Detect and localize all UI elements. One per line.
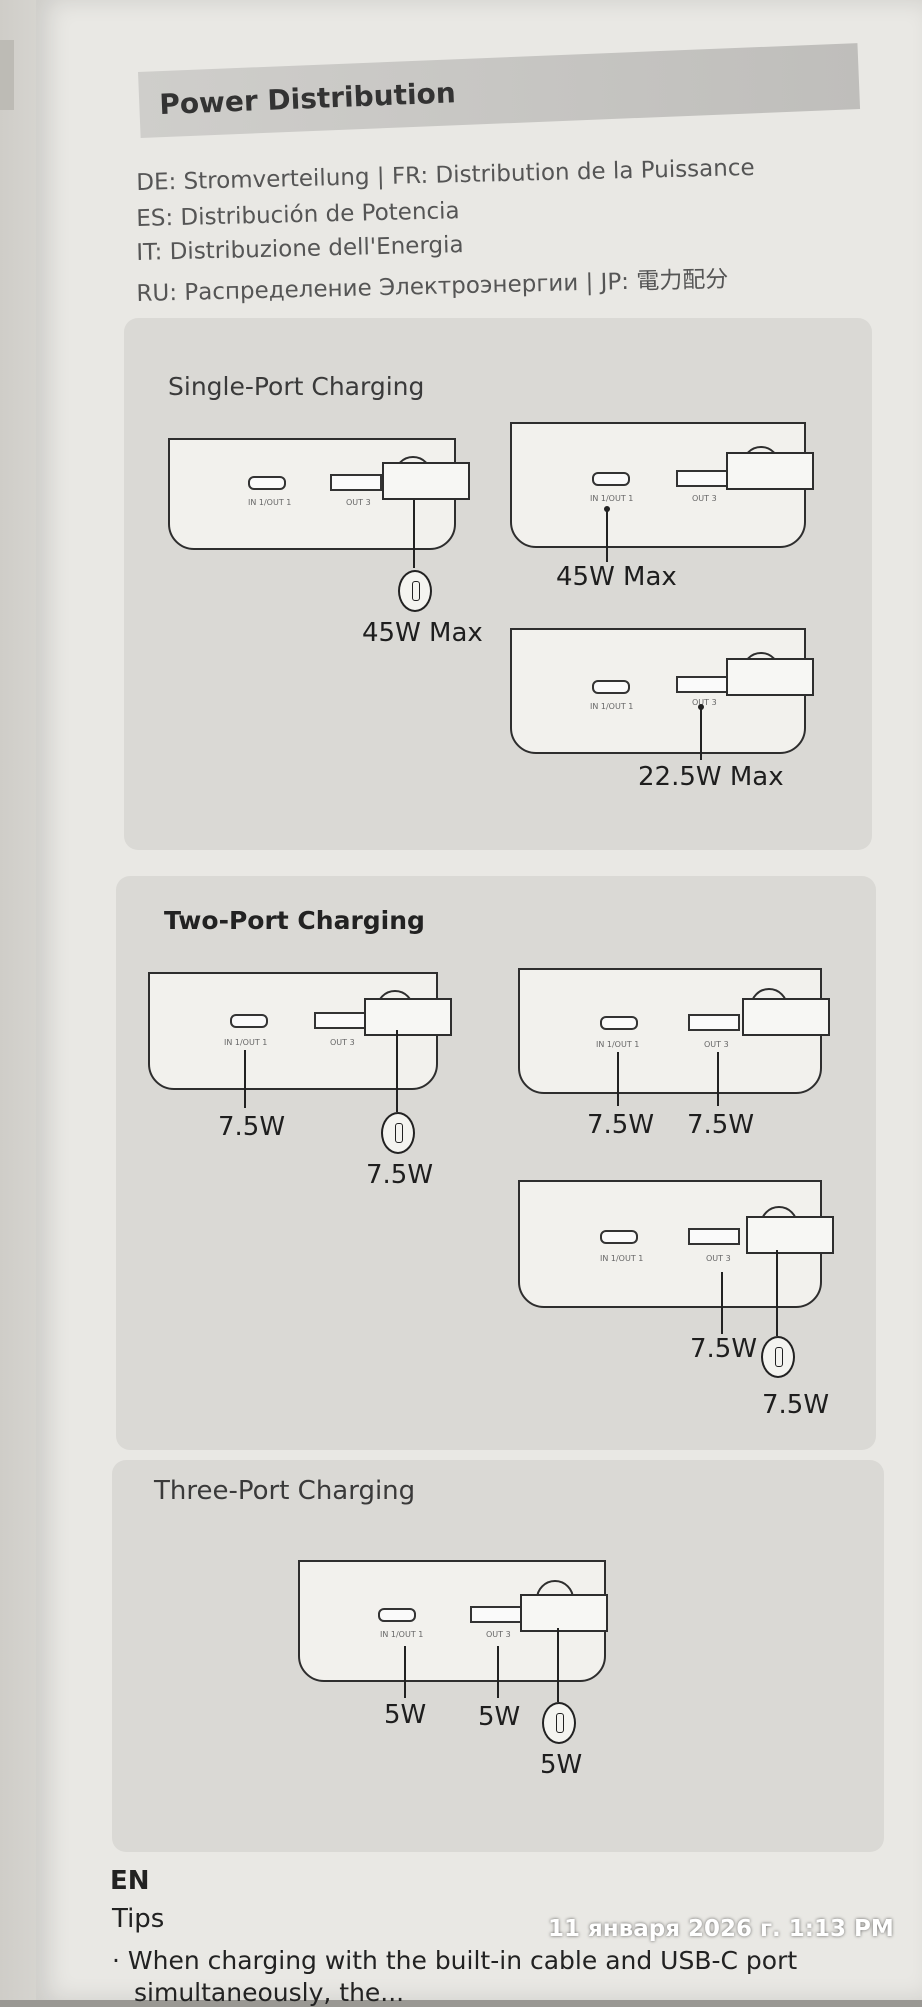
built-in-cable-head (746, 1216, 834, 1254)
callout-line (497, 1646, 499, 1698)
usb-a-port (688, 1014, 740, 1031)
power-label: 7.5W (218, 1112, 286, 1142)
tip-item-continuation: simultaneously, the... (134, 1978, 405, 2007)
power-label: 5W (384, 1700, 427, 1730)
callout-line (557, 1628, 559, 1702)
power-bank-device: IN 1/OUT 1 OUT 3 (148, 972, 452, 1090)
callout-line (721, 1272, 723, 1334)
usb-c-port (600, 1230, 638, 1244)
translation-separator: | (376, 163, 385, 191)
single-port-panel (124, 318, 872, 850)
usb-c-plug-icon (381, 1112, 415, 1154)
power-bank-device: IN 1/OUT 1 OUT 3 (510, 628, 814, 754)
power-bank-device: IN 1/OUT 1 OUT 3 (518, 1180, 834, 1308)
usb-c-plug-icon (542, 1702, 576, 1744)
port-label: OUT 3 (330, 1038, 355, 1047)
tips-heading: Tips (112, 1904, 165, 1934)
power-label: 45W Max (556, 562, 677, 592)
usb-a-port (676, 676, 728, 693)
power-label: 22.5W Max (638, 762, 784, 792)
callout-line (413, 500, 415, 568)
usb-a-port (688, 1228, 740, 1245)
usb-c-plug-icon (398, 570, 432, 612)
three-port-title: Three-Port Charging (154, 1476, 416, 1506)
built-in-cable-head (520, 1594, 608, 1632)
translation-separator: | (585, 269, 594, 297)
power-label: 7.5W (687, 1110, 755, 1140)
callout-line (244, 1050, 246, 1108)
port-label: IN 1/OUT 1 (590, 494, 634, 503)
usb-a-port (470, 1606, 522, 1623)
callout-line (396, 1030, 398, 1112)
port-label: OUT 3 (346, 498, 371, 507)
single-port-title: Single-Port Charging (168, 372, 425, 401)
callout-line (617, 1052, 619, 1106)
port-label: IN 1/OUT 1 (248, 498, 292, 507)
port-label: OUT 3 (704, 1040, 729, 1049)
power-bank-device: IN 1/OUT 1 OUT 3 (518, 968, 830, 1094)
power-bank-device: IN 1/OUT 1 OUT 3 (168, 438, 470, 550)
photo-timestamp: 11 января 2026 г. 1:13 PM (548, 1916, 894, 1942)
port-label: IN 1/OUT 1 (224, 1038, 268, 1047)
page-title: Power Distribution (158, 76, 457, 122)
built-in-cable-head (382, 462, 470, 500)
built-in-cable-head (726, 658, 814, 696)
built-in-cable-head (364, 998, 452, 1036)
power-label: 7.5W (587, 1110, 655, 1140)
translation-jp: JP: 電力配分 (600, 266, 729, 296)
usb-c-port (378, 1608, 416, 1622)
port-label: OUT 3 (706, 1254, 731, 1263)
power-label: 7.5W (762, 1390, 830, 1420)
port-label: IN 1/OUT 1 (596, 1040, 640, 1049)
power-label: 5W (478, 1702, 521, 1732)
callout-line (606, 508, 608, 562)
built-in-cable-head (742, 998, 830, 1036)
two-port-title: Two-Port Charging (164, 906, 425, 935)
usb-c-port (248, 476, 286, 490)
callout-line (404, 1646, 406, 1698)
port-label: OUT 3 (486, 1630, 511, 1639)
usb-c-port (592, 472, 630, 486)
usb-c-port (592, 680, 630, 694)
power-label: 45W Max (362, 618, 483, 648)
port-label: OUT 3 (692, 494, 717, 503)
power-bank-device: IN 1/OUT 1 OUT 3 (510, 422, 814, 548)
callout-line (700, 706, 702, 760)
port-label: IN 1/OUT 1 (590, 702, 634, 711)
power-label: 7.5W (366, 1160, 434, 1190)
usb-a-port (676, 470, 728, 487)
usb-a-port (314, 1012, 366, 1029)
power-label: 5W (540, 1750, 583, 1780)
usb-c-port (600, 1016, 638, 1030)
power-bank-device: IN 1/OUT 1 OUT 3 (298, 1560, 608, 1682)
power-label: 7.5W (690, 1334, 758, 1364)
usb-a-port (330, 474, 382, 491)
port-label: OUT 3 (692, 698, 717, 707)
usb-c-plug-icon (761, 1336, 795, 1378)
port-label: IN 1/OUT 1 (600, 1254, 644, 1263)
callout-line (776, 1250, 778, 1336)
callout-line (717, 1052, 719, 1106)
usb-c-port (230, 1014, 268, 1028)
port-label: IN 1/OUT 1 (380, 1630, 424, 1639)
adjacent-page-tab (0, 40, 14, 110)
language-heading: EN (110, 1866, 150, 1896)
tip-item: · When charging with the built-in cable … (112, 1946, 798, 1975)
built-in-cable-head (726, 452, 814, 490)
